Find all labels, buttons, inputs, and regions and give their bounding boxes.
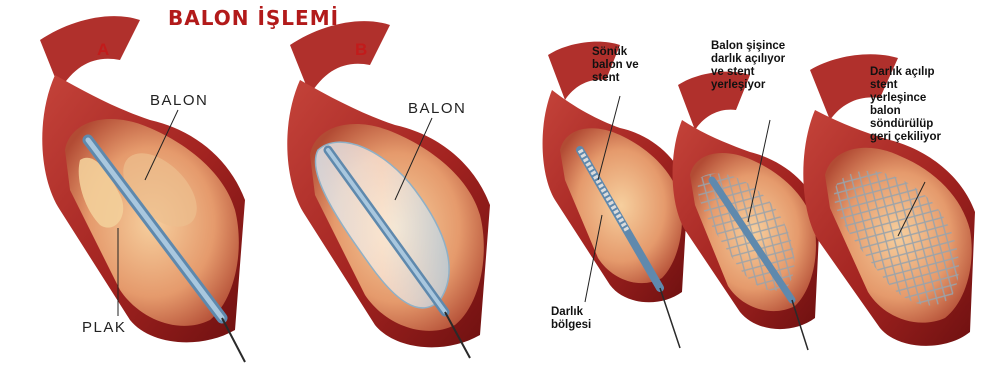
retracted-balloon-note: Darlık açılıp stent yerleşince balon sön…	[870, 66, 941, 144]
balon-a-label: BALON	[150, 92, 208, 109]
stent-vessel-2	[673, 72, 820, 329]
plak-label: PLAK	[82, 319, 126, 336]
panel-a-vessel	[40, 16, 245, 342]
panel-letter-b: B	[355, 40, 367, 60]
panel-letter-a: A	[97, 40, 109, 60]
balon-b-label: BALON	[408, 100, 466, 117]
stenosis-region-note: Darlık bölgesi	[551, 306, 591, 332]
inflating-balloon-note: Balon şişince darlık açılıyor ve stent y…	[711, 40, 785, 92]
diagram-title: BALON İŞLEMİ	[168, 6, 339, 30]
deflated-balloon-note: Sönük balon ve stent	[592, 46, 639, 85]
